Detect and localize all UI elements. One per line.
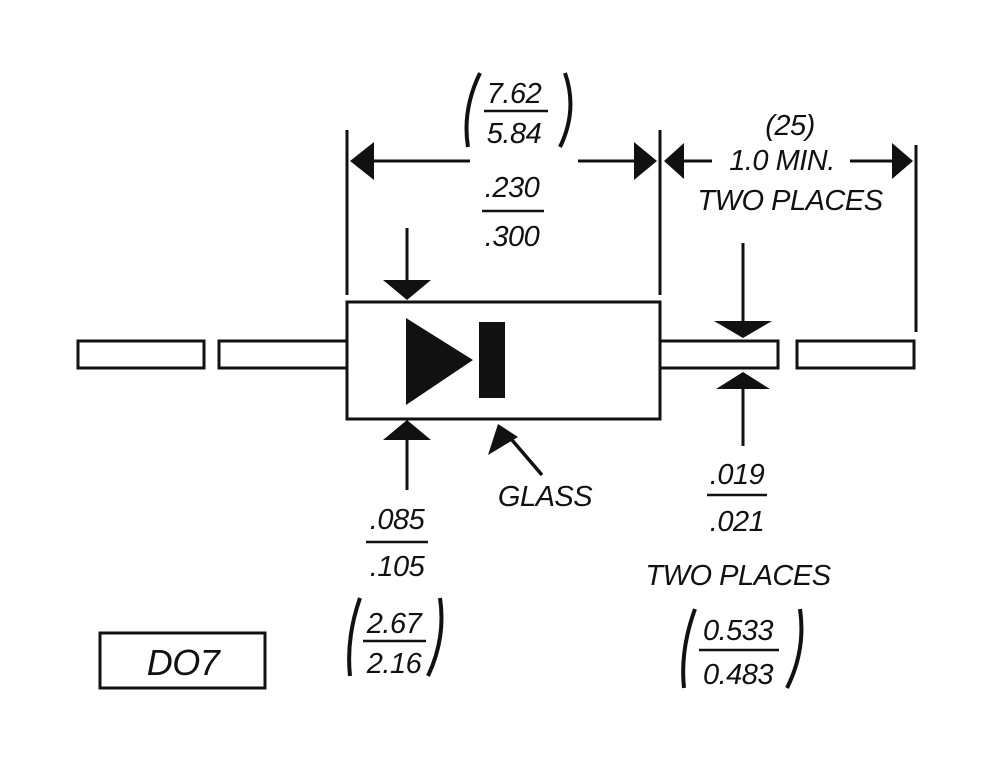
left-lead — [76, 339, 349, 370]
lead-length-arrow-right — [892, 143, 913, 179]
lead-diameter-inch-top: .019 — [710, 459, 765, 491]
body-length-inch-bottom: .300 — [485, 221, 540, 253]
body-length-metric-min: 5.84 — [487, 118, 542, 150]
package-name: DO7 — [147, 642, 222, 683]
lead-diameter-metric-bottom: 0.483 — [703, 659, 773, 691]
left-lead-segment-inner — [217, 339, 349, 370]
body-diameter-inch-bottom: .105 — [370, 551, 426, 583]
glass-leader-line — [504, 431, 544, 477]
body-length-dimension: 7.62 5.84 .230 .300 — [345, 72, 662, 295]
lead-length-dimension: (25) 1.0 MIN. TWO PLACES — [664, 110, 918, 332]
body-length-arrow-right — [634, 142, 657, 180]
body-diameter-metric-top: 2.67 — [366, 608, 424, 640]
body-diameter-arrow-bottom — [383, 420, 431, 440]
body-diameter-metric-bottom: 2.16 — [366, 648, 423, 680]
glass-label: GLASS — [498, 481, 593, 513]
lead-diameter-arrow-top — [714, 321, 772, 338]
diode-cathode-bar — [479, 322, 505, 398]
glass-body — [345, 300, 662, 421]
lead-length-note: TWO PLACES — [697, 185, 883, 217]
body-diameter-arrow-top — [383, 280, 431, 300]
lead-length-metric: (25) — [765, 110, 815, 142]
body-length-metric-bracket-right — [558, 72, 573, 148]
lead-diameter-metric-bracket-right — [785, 608, 804, 689]
lead-diameter-inch-bottom: .021 — [710, 506, 764, 538]
body-length-inch-top: .230 — [485, 172, 540, 204]
body-diameter-metric-bracket-right — [426, 597, 444, 677]
diode-symbol — [406, 318, 505, 405]
lead-diameter-note: TWO PLACES — [645, 560, 831, 592]
lead-length-arrow-left — [664, 143, 684, 179]
right-lead-segment-inner — [658, 339, 780, 370]
lead-diameter-arrow-bottom — [716, 372, 770, 389]
glass-callout: GLASS — [488, 424, 594, 513]
lead-diameter-metric-bracket-left — [681, 608, 697, 689]
right-lead — [658, 339, 916, 370]
lead-length-inch: 1.0 MIN. — [729, 145, 835, 177]
body-length-metric-bracket-left — [464, 72, 482, 148]
right-lead-segment-outer — [795, 339, 916, 370]
body-diameter-inch-top: .085 — [370, 504, 426, 536]
diode-anode-triangle — [406, 318, 473, 405]
lead-diameter-metric-top: 0.533 — [703, 615, 773, 647]
lead-diameter-dimension: .019 .021 TWO PLACES 0.533 0.483 — [645, 243, 832, 691]
body-diameter-dimension: .085 .105 2.67 2.16 — [347, 228, 444, 680]
body-length-metric-max: 7.62 — [487, 78, 542, 110]
left-lead-segment-outer — [76, 339, 206, 370]
body-diameter-metric-bracket-left — [347, 597, 362, 677]
body-length-arrow-left — [350, 142, 374, 180]
glass-leader-arrowhead — [488, 424, 518, 455]
package-name-box: DO7 — [98, 631, 267, 690]
package-name-frame — [98, 631, 267, 690]
